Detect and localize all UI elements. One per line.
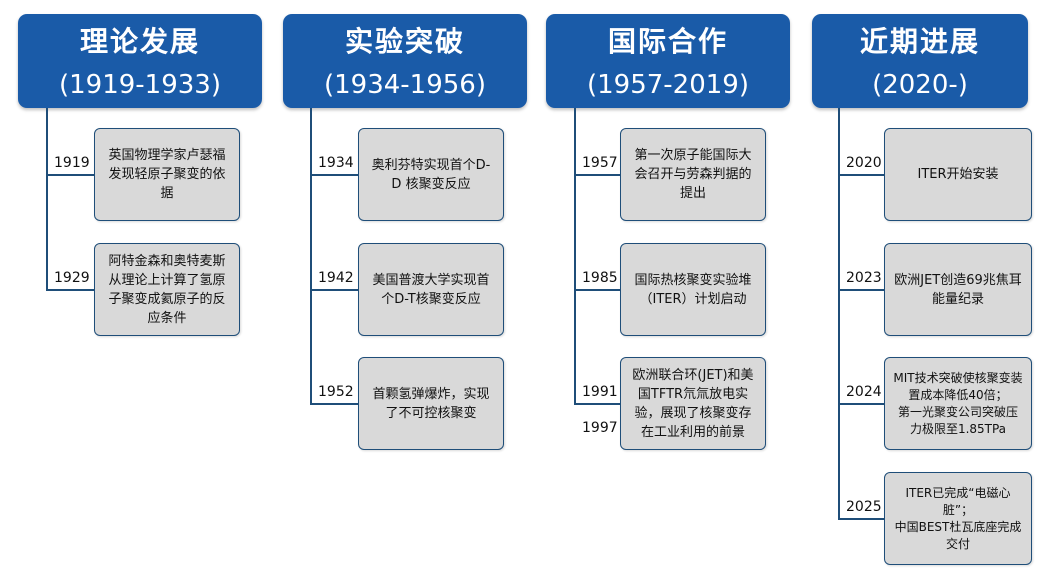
column-header-cooperation: 国际合作 (1957-2019) xyxy=(546,14,790,108)
timeline-connector xyxy=(310,289,358,291)
column-title: 理论发展 xyxy=(79,25,200,58)
column-header-recent: 近期进展 (2020-) xyxy=(812,14,1028,108)
timeline-line xyxy=(574,108,576,404)
column-title: 国际合作 xyxy=(607,25,728,58)
event-card: MIT技术突破使核聚变装置成本降低40倍； 第一光聚变公司突破压力极限至1.85… xyxy=(884,357,1032,450)
event-card: 欧洲JET创造69兆焦耳能量纪录 xyxy=(884,243,1032,336)
timeline-connector xyxy=(574,174,620,176)
event-year: 2024 xyxy=(846,384,882,400)
event-card: 英国物理学家卢瑟福发现轻原子聚变的依据 xyxy=(94,128,240,221)
timeline-connector xyxy=(838,174,884,176)
column-header-theory: 理论发展 (1919-1933) xyxy=(18,14,262,108)
event-text: 美国普渡大学实现首个D-T核聚变反应 xyxy=(372,272,490,307)
column-title: 实验突破 xyxy=(344,25,465,58)
timeline-connector xyxy=(310,403,358,405)
timeline-line xyxy=(46,108,48,290)
event-text: 欧洲联合环(JET)和美国TFTR氘氚放电实验，展现了核聚变存在工业利用的前景 xyxy=(632,367,754,440)
event-year: 1942 xyxy=(318,270,354,286)
event-year: 1952 xyxy=(318,384,354,400)
event-text: 奥利芬特实现首个D-D 核聚变反应 xyxy=(371,157,491,192)
event-text-block: MIT技术突破使核聚变装置成本降低40倍； 第一光聚变公司突破压力极限至1.85… xyxy=(885,370,1031,438)
event-text: ITER已完成“电磁心脏”； xyxy=(905,485,1011,517)
timeline-connector xyxy=(46,289,94,291)
event-year: 1957 xyxy=(582,155,618,171)
timeline-line xyxy=(310,108,312,404)
event-card: 美国普渡大学实现首个D-T核聚变反应 xyxy=(358,243,504,336)
event-text: 英国物理学家卢瑟福发现轻原子聚变的依据 xyxy=(108,148,226,201)
event-card: 欧洲联合环(JET)和美国TFTR氘氚放电实验，展现了核聚变存在工业利用的前景 xyxy=(620,357,766,450)
event-year: 1934 xyxy=(318,155,354,171)
timeline-connector xyxy=(46,174,94,176)
event-text-secondary: 第一光聚变公司突破压力极限至1.85TPa xyxy=(897,404,1018,436)
event-year: 2023 xyxy=(846,270,882,286)
event-text-block: ITER已完成“电磁心脏”； 中国BEST杜瓦底座完成交付 xyxy=(885,485,1031,553)
event-text: 欧洲JET创造69兆焦耳能量纪录 xyxy=(894,272,1022,307)
event-year: 1985 xyxy=(582,270,618,286)
event-card: ITER已完成“电磁心脏”； 中国BEST杜瓦底座完成交付 xyxy=(884,472,1032,565)
timeline-connector xyxy=(838,518,884,520)
timeline-connector xyxy=(838,289,884,291)
column-header-experiment: 实验突破 (1934-1956) xyxy=(283,14,527,108)
event-text: 首颗氢弹爆炸，实现了不可控核聚变 xyxy=(372,386,490,421)
event-text-secondary: 中国BEST杜瓦底座完成交付 xyxy=(894,519,1022,551)
event-text: ITER开始安装 xyxy=(917,167,999,182)
event-card: 奥利芬特实现首个D-D 核聚变反应 xyxy=(358,128,504,221)
event-text: 阿特金森和奥特麦斯从理论上计算了氢原子聚变成氦原子的反应条件 xyxy=(108,253,226,326)
event-year: 1991 xyxy=(582,384,618,400)
event-year: 1929 xyxy=(54,270,90,286)
event-card: 首颗氢弹爆炸，实现了不可控核聚变 xyxy=(358,357,504,450)
event-card: 国际热核聚变实验堆（ITER）计划启动 xyxy=(620,243,766,336)
event-year-secondary: 1997 xyxy=(582,420,618,436)
event-card: ITER开始安装 xyxy=(884,128,1032,221)
timeline-connector xyxy=(574,289,620,291)
event-text: 第一次原子能国际大会召开与劳森判据的提出 xyxy=(634,148,752,201)
event-card: 第一次原子能国际大会召开与劳森判据的提出 xyxy=(620,128,766,221)
column-title: 近期进展 xyxy=(859,25,980,58)
event-year: 1919 xyxy=(54,155,90,171)
event-text: MIT技术突破使核聚变装置成本降低40倍； xyxy=(893,370,1023,402)
event-year: 2020 xyxy=(846,155,882,171)
timeline-line xyxy=(838,108,840,520)
event-card: 阿特金森和奥特麦斯从理论上计算了氢原子聚变成氦原子的反应条件 xyxy=(94,243,240,336)
column-period: (2020-) xyxy=(872,70,968,100)
column-period: (1957-2019) xyxy=(586,70,749,100)
event-text: 国际热核聚变实验堆（ITER）计划启动 xyxy=(634,272,752,307)
timeline-connector xyxy=(838,403,884,405)
timeline-connector xyxy=(574,403,620,405)
timeline-connector xyxy=(310,174,358,176)
column-period: (1919-1933) xyxy=(58,70,221,100)
event-year: 2025 xyxy=(846,499,882,515)
column-period: (1934-1956) xyxy=(323,70,486,100)
